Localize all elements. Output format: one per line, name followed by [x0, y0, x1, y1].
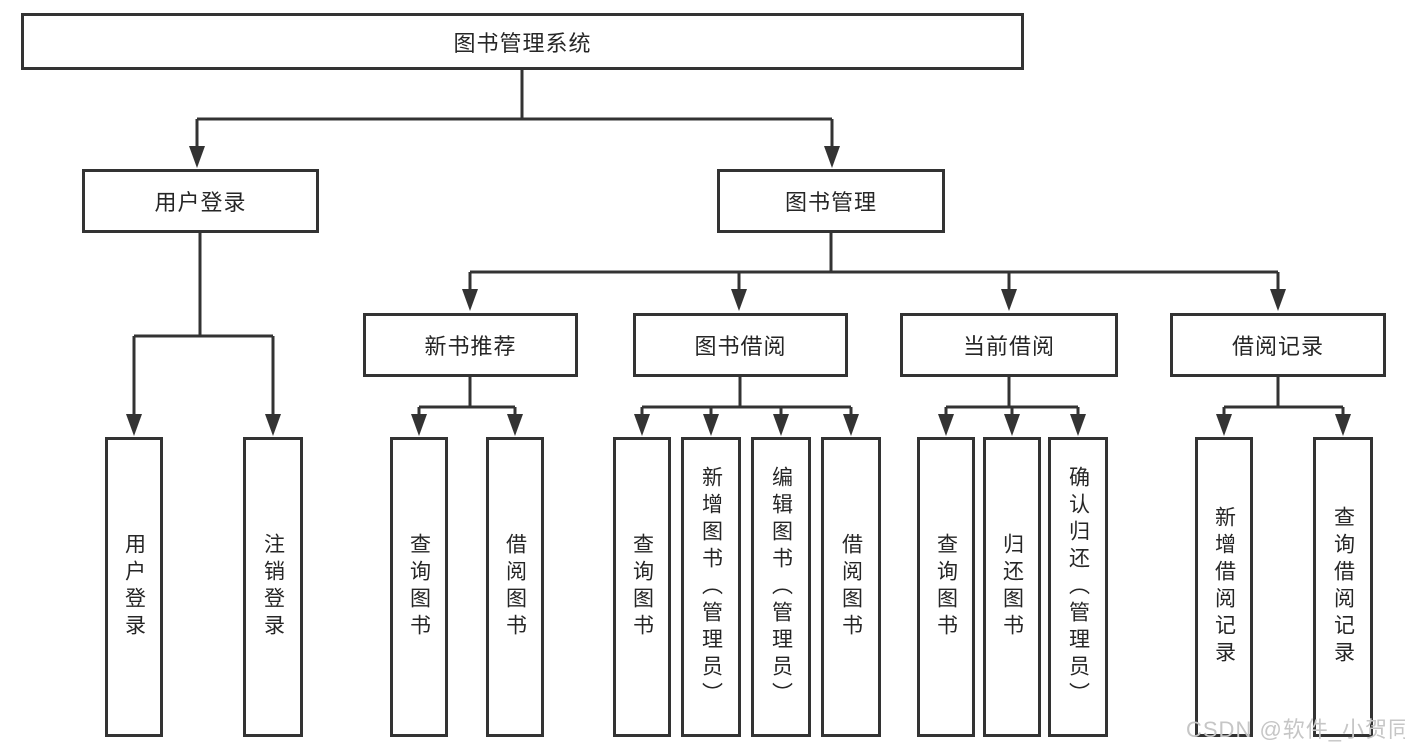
node-root-system: 图书管理系统 — [21, 13, 1024, 70]
leaf-label: 查询图书 — [407, 533, 431, 641]
node-label: 新书推荐 — [424, 334, 517, 359]
leaf-label: 注销登录 — [261, 533, 285, 641]
leaf-records-query-record: 查询借阅记录 — [1313, 437, 1373, 737]
leaf-current-query-book: 查询图书 — [917, 437, 975, 737]
leaf-records-add-record: 新增借阅记录 — [1195, 437, 1253, 737]
leaf-label: 借阅图书 — [503, 533, 527, 641]
leaf-newbook-query-book: 查询图书 — [390, 437, 448, 737]
leaf-label: 用户登录 — [122, 533, 146, 641]
leaf-label: 借阅图书 — [839, 533, 863, 641]
leaf-label: 查询图书 — [934, 533, 958, 641]
node-label: 当前借阅 — [962, 334, 1055, 359]
node-book-borrow: 图书借阅 — [633, 313, 848, 377]
watermark: CSDN @软件_小贺同学 — [1186, 717, 1405, 742]
node-label: 图书管理 — [784, 190, 877, 215]
leaf-current-confirm-return-admin: 确认归还（管理员） — [1048, 437, 1108, 737]
node-label: 图书借阅 — [694, 334, 787, 359]
leaf-label: 归还图书 — [1000, 533, 1024, 641]
node-new-book-recommend: 新书推荐 — [363, 313, 578, 377]
leaf-user-login: 用户登录 — [105, 437, 163, 737]
leaf-current-return-book: 归还图书 — [983, 437, 1041, 737]
leaf-label: 确认归还（管理员） — [1066, 465, 1090, 709]
leaf-label: 查询图书 — [630, 533, 654, 641]
leaf-label: 新增借阅记录 — [1212, 506, 1236, 668]
leaf-label: 编辑图书（管理员） — [769, 465, 793, 709]
node-label: 用户登录 — [154, 190, 247, 215]
connector-current-borrow — [938, 377, 1086, 436]
connector-borrow-records — [1216, 377, 1351, 436]
connector-book-borrow — [634, 377, 859, 436]
leaf-borrow-add-book-admin: 新增图书（管理员） — [681, 437, 741, 737]
connector-user-login — [126, 233, 281, 436]
connector-root — [189, 69, 840, 168]
node-user-login: 用户登录 — [82, 169, 319, 233]
leaf-borrow-edit-book-admin: 编辑图书（管理员） — [751, 437, 811, 737]
leaf-newbook-borrow-book: 借阅图书 — [486, 437, 544, 737]
connector-book-management — [462, 233, 1286, 311]
node-label: 借阅记录 — [1231, 334, 1324, 359]
node-borrow-records: 借阅记录 — [1170, 313, 1386, 377]
leaf-label: 查询借阅记录 — [1331, 506, 1355, 668]
leaf-borrow-query-book: 查询图书 — [613, 437, 671, 737]
connector-new-book — [411, 377, 523, 436]
leaf-logout: 注销登录 — [243, 437, 303, 737]
leaf-label: 新增图书（管理员） — [699, 465, 723, 709]
node-current-borrow: 当前借阅 — [900, 313, 1118, 377]
node-book-management: 图书管理 — [717, 169, 945, 233]
node-label: 图书管理系统 — [453, 30, 592, 56]
leaf-borrow-borrow-book: 借阅图书 — [821, 437, 881, 737]
